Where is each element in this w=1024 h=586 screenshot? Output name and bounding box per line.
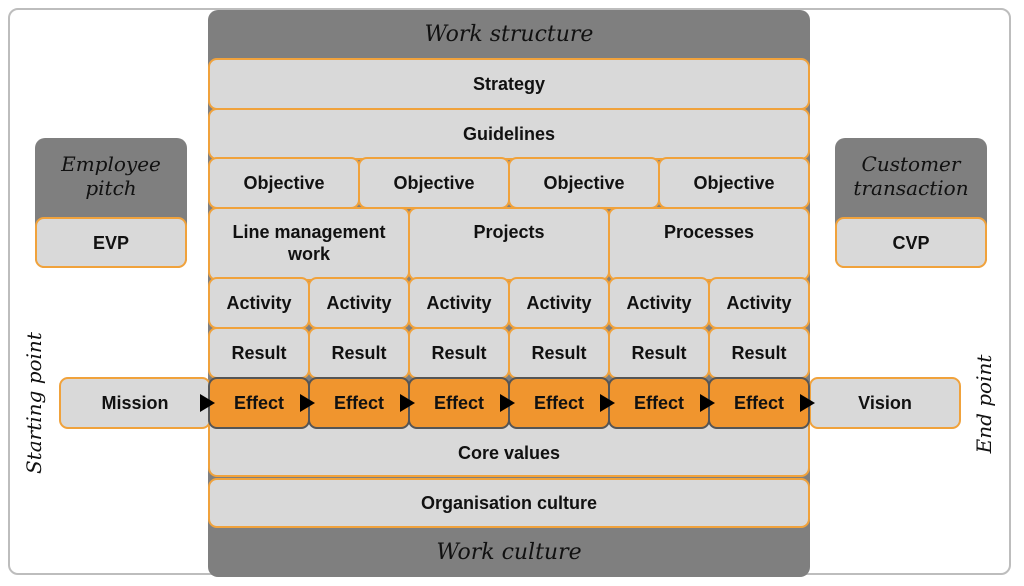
activity-box: Activity xyxy=(308,277,410,329)
flow-arrow-icon xyxy=(800,394,815,412)
cvp-box: CVP xyxy=(835,217,987,268)
customer-transaction-title: Customer transaction xyxy=(853,152,969,200)
flow-arrow-icon xyxy=(500,394,515,412)
activity-box: Activity xyxy=(408,277,510,329)
objective-box: Objective xyxy=(358,157,510,209)
effect-box: Effect xyxy=(608,377,710,429)
effect-box: Effect xyxy=(708,377,810,429)
flow-arrow-icon xyxy=(700,394,715,412)
mission-box: Mission xyxy=(59,377,211,429)
vision-box: Vision xyxy=(809,377,961,429)
result-box: Result xyxy=(608,327,710,379)
result-box: Result xyxy=(308,327,410,379)
objective-box: Objective xyxy=(508,157,660,209)
effect-box: Effect xyxy=(408,377,510,429)
processes-box: Processes xyxy=(608,207,810,281)
result-box: Result xyxy=(408,327,510,379)
flow-arrow-icon xyxy=(600,394,615,412)
work-culture-title: Work culture xyxy=(436,540,582,565)
flow-arrow-icon xyxy=(400,394,415,412)
work-structure-title: Work structure xyxy=(424,22,594,47)
flow-arrow-icon xyxy=(300,394,315,412)
end-point-label: End point xyxy=(972,354,996,454)
activity-box: Activity xyxy=(608,277,710,329)
effect-box: Effect xyxy=(508,377,610,429)
line-management-work-box: Line management work xyxy=(208,207,410,281)
activity-box: Activity xyxy=(508,277,610,329)
guidelines-box: Guidelines xyxy=(208,108,810,160)
flow-arrow-icon xyxy=(200,394,215,412)
objective-box: Objective xyxy=(208,157,360,209)
evp-box: EVP xyxy=(35,217,187,268)
organisation-culture-box: Organisation culture xyxy=(208,478,810,528)
activity-box: Activity xyxy=(708,277,810,329)
result-box: Result xyxy=(508,327,610,379)
result-box: Result xyxy=(208,327,310,379)
employee-pitch-title: Employee pitch xyxy=(61,152,161,200)
objective-box: Objective xyxy=(658,157,810,209)
effect-box: Effect xyxy=(308,377,410,429)
strategy-box: Strategy xyxy=(208,58,810,110)
starting-point-label: Starting point xyxy=(22,332,46,474)
effect-box: Effect xyxy=(208,377,310,429)
result-box: Result xyxy=(708,327,810,379)
projects-box: Projects xyxy=(408,207,610,281)
activity-box: Activity xyxy=(208,277,310,329)
